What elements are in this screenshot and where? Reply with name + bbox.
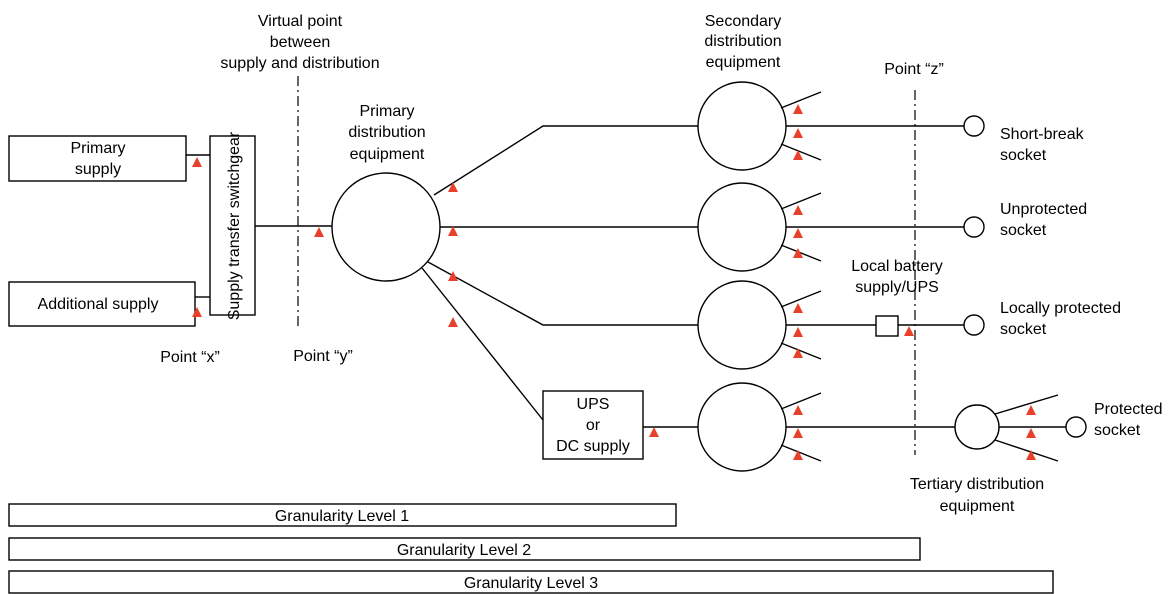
secondary-distribution-4 [697, 382, 955, 472]
svg-text:or: or [586, 417, 601, 434]
local-battery-box [875, 315, 899, 337]
measurement-marker-sec1-a [793, 104, 803, 114]
svg-text:distribution: distribution [348, 124, 425, 141]
measurement-marker-feeder-4 [448, 317, 458, 327]
ups-dc-supply-label: UPS or DC supply [556, 396, 630, 455]
point-y-label: Point “y” [293, 348, 353, 365]
svg-text:Virtual point: Virtual point [258, 13, 343, 30]
measurement-marker-sec2-b [793, 228, 803, 238]
measurement-marker-sec1-b [793, 128, 803, 138]
granularity-level-2-label: Granularity Level 2 [397, 542, 531, 559]
secondary-distribution-1 [697, 81, 964, 171]
svg-text:equipment: equipment [706, 54, 781, 71]
granularity-level-2-bar [8, 537, 921, 561]
locally-protected-socket [963, 314, 985, 336]
point-x-label: Point “x” [160, 349, 220, 366]
tertiary-branch-upper [994, 394, 1059, 415]
measurement-marker-sec3-c [793, 348, 803, 358]
svg-text:socket: socket [1000, 321, 1047, 338]
measurement-marker-additional-supply [192, 307, 202, 317]
primary-distribution-circle [331, 172, 441, 282]
measurement-marker-switchgear-out [314, 227, 324, 237]
granularity-level-1-bar [8, 503, 677, 527]
measurement-marker-sec3-b [793, 327, 803, 337]
primary-supply-label: Primary [70, 140, 125, 157]
svg-text:socket: socket [1000, 147, 1047, 164]
measurement-marker-sec4-a [793, 405, 803, 415]
primary-supply-label-line2: supply [75, 161, 121, 178]
svg-text:equipment: equipment [350, 146, 425, 163]
feeder-protected [421, 267, 544, 421]
granularity-level-3-bar [8, 570, 1054, 594]
svg-text:Protected: Protected [1094, 401, 1162, 418]
additional-supply-box [8, 281, 196, 327]
measurement-marker-primary-supply [192, 157, 202, 167]
measurement-marker-sec2-c [793, 248, 803, 258]
measurement-marker-feeder-1 [448, 182, 458, 192]
unprotected-socket-label: Unprotected socket [1000, 201, 1087, 239]
protected-socket-label: Protected socket [1094, 401, 1162, 439]
svg-text:Locally protected: Locally protected [1000, 300, 1121, 317]
secondary-distribution-3 [697, 280, 964, 370]
svg-text:supply/UPS: supply/UPS [855, 279, 939, 296]
svg-text:Tertiary distribution: Tertiary distribution [910, 476, 1044, 493]
svg-text:Local battery: Local battery [851, 258, 943, 275]
svg-text:Primary: Primary [359, 103, 414, 120]
granularity-level-1-label: Granularity Level 1 [275, 508, 409, 525]
measurement-marker-sec4-b [793, 428, 803, 438]
svg-text:equipment: equipment [940, 498, 1015, 515]
short-break-socket-label: Short-break socket [1000, 126, 1085, 164]
transfer-switchgear-box [209, 135, 256, 316]
tertiary-branch-lower [994, 439, 1059, 462]
tertiary-distribution-circle [954, 404, 1000, 450]
tertiary-distribution-label: Tertiary distribution equipment [910, 476, 1044, 515]
measurement-marker-local-battery [904, 326, 914, 336]
measurement-marker-sec4-c [793, 450, 803, 460]
measurement-marker-feeder-3 [448, 271, 458, 281]
granularity-level-3-label: Granularity Level 3 [464, 575, 598, 592]
transfer-switchgear-label: Supply transfer switchgear [226, 131, 243, 320]
primary-distribution-label: Primary distribution equipment [348, 103, 425, 163]
svg-text:socket: socket [1000, 222, 1047, 239]
secondary-distribution-2 [697, 182, 964, 272]
measurement-marker-tert-a [1026, 405, 1036, 415]
svg-text:Short-break: Short-break [1000, 126, 1085, 143]
measurement-marker-tert-c [1026, 450, 1036, 460]
protected-socket [1065, 416, 1087, 438]
measurement-marker-sec1-c [793, 150, 803, 160]
feeder-short-break [433, 125, 698, 196]
short-break-socket [963, 115, 985, 137]
measurement-marker-sec3-a [793, 303, 803, 313]
svg-text:between: between [270, 34, 331, 51]
unprotected-socket [963, 216, 985, 238]
svg-text:DC supply: DC supply [556, 438, 630, 455]
svg-text:socket: socket [1094, 422, 1141, 439]
additional-supply-label: Additional supply [38, 296, 159, 313]
ups-dc-supply-box [542, 390, 644, 460]
svg-text:Secondary: Secondary [705, 13, 782, 30]
point-z-label: Point “z” [884, 61, 944, 78]
measurement-marker-tert-b [1026, 428, 1036, 438]
locally-protected-socket-label: Locally protected socket [1000, 300, 1121, 338]
measurement-marker-ups-out [649, 427, 659, 437]
svg-text:supply and distribution: supply and distribution [220, 55, 379, 72]
primary-supply-box [8, 135, 187, 182]
measurement-marker-feeder-2 [448, 226, 458, 236]
svg-text:distribution: distribution [704, 33, 781, 50]
local-battery-label: Local battery supply/UPS [851, 258, 943, 296]
svg-text:UPS: UPS [577, 396, 610, 413]
feeder-locally-protected [427, 261, 698, 326]
secondary-distribution-label: Secondary distribution equipment [704, 13, 781, 71]
measurement-markers [192, 104, 1036, 460]
svg-text:Unprotected: Unprotected [1000, 201, 1087, 218]
measurement-marker-sec2-a [793, 205, 803, 215]
virtual-point-label: Virtual point between supply and distrib… [220, 13, 379, 72]
